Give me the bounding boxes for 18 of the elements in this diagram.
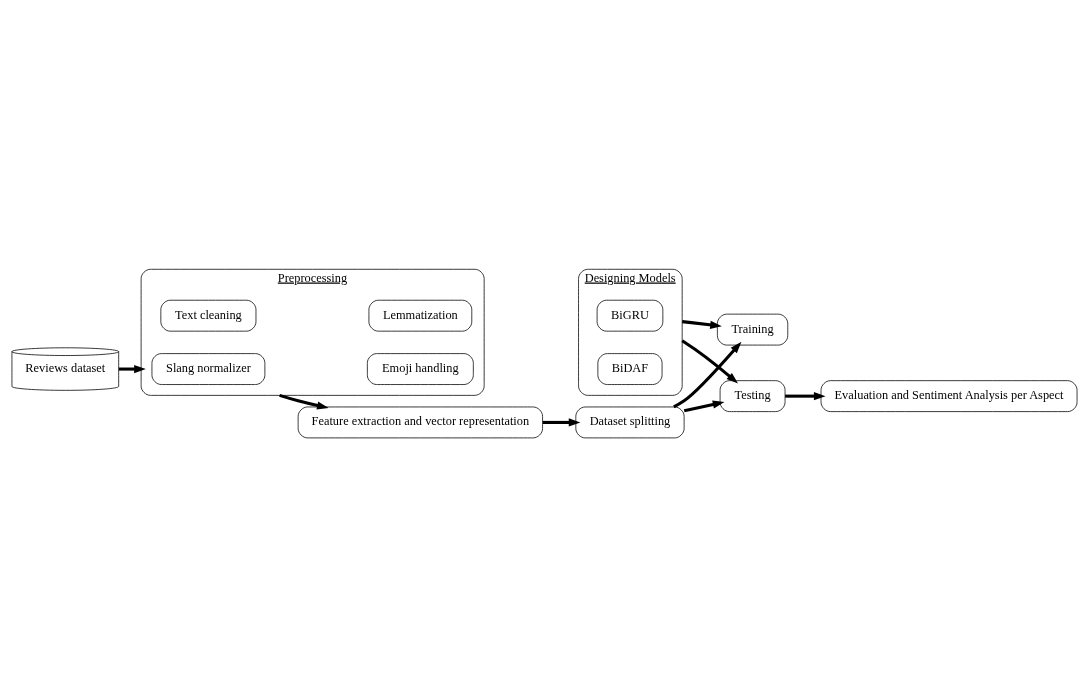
arrow [681,338,739,384]
arrow [683,400,725,412]
node-box: Training [717,313,789,345]
arrow [785,391,826,400]
node-box: Dataset splitting [575,406,685,438]
node-box: BiGRU [596,299,664,332]
node-box: Emoji handling [367,352,474,385]
node-box: Evaluation and Sentiment Analysis per Aspect [820,379,1078,412]
node-box: Feature extraction and vector representation [297,406,543,438]
arrow [279,393,329,409]
arrow [673,341,742,408]
node-box: Lemmatization [368,299,473,332]
arrow [542,417,581,426]
node-box: Slang normalizer [151,352,266,385]
arrow [682,319,722,329]
node-box: Testing [719,379,786,412]
node-box: BiDAF [597,352,663,385]
node-box: Text cleaning [160,299,257,332]
